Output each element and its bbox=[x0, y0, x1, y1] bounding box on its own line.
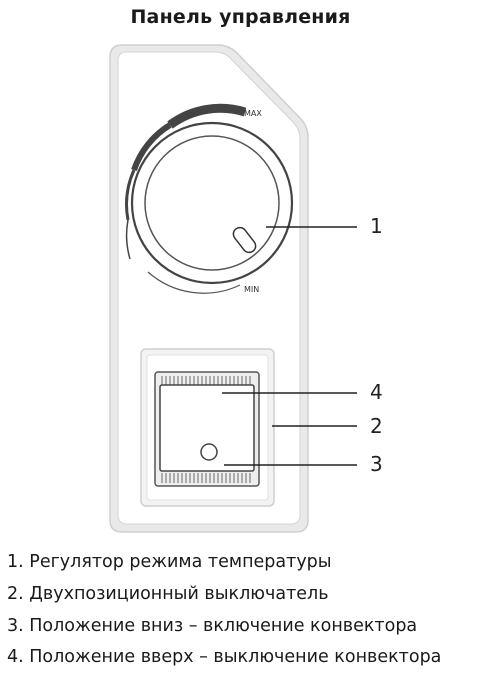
legend-item: 2. Двухпозиционный выключатель bbox=[7, 584, 329, 604]
legend-item: 1. Регулятор режима температуры bbox=[7, 552, 332, 572]
panel-title: Панель управления bbox=[130, 6, 351, 28]
callout-4: 4 bbox=[370, 380, 383, 404]
knob-pointer bbox=[232, 226, 257, 254]
min-label: MIN bbox=[244, 285, 259, 294]
max-label: MAX bbox=[244, 109, 262, 118]
temperature-knob[interactable] bbox=[130, 121, 294, 285]
callout-1: 1 bbox=[370, 214, 383, 238]
temperature-scale-arc bbox=[125, 103, 247, 294]
rocker-switch[interactable] bbox=[154, 371, 260, 487]
legend-item: 3. Положение вниз – включение конвектора bbox=[7, 616, 418, 636]
switch-on-indicator-icon bbox=[200, 443, 218, 461]
switch-bottom-ribs bbox=[161, 473, 251, 483]
legend-item: 4. Положение вверх – выключение конвекто… bbox=[7, 647, 442, 667]
callout-3: 3 bbox=[370, 452, 383, 476]
callout-2: 2 bbox=[370, 414, 383, 438]
legend-list: 1. Регулятор режима температуры 2. Двухп… bbox=[7, 546, 477, 669]
